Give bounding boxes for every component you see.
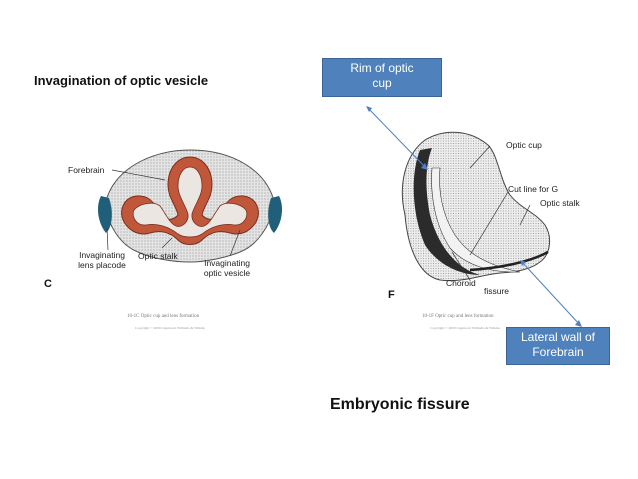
- callout-lateral-line1: Lateral wall of: [520, 330, 596, 344]
- label-invaginating-lens-2: lens placode: [78, 260, 126, 270]
- callout-lateral-line2: Forebrain: [532, 345, 584, 359]
- label-optic-stalk-c: Optic stalk: [138, 251, 178, 261]
- subcaption-c: Copyright © 2009 Lippincott Williams & W…: [135, 326, 205, 330]
- label-fissure: fissure: [484, 286, 510, 296]
- lumen: [132, 166, 248, 238]
- optic-stalk-groove: [469, 250, 549, 272]
- callout-rim-line2: cup: [372, 76, 392, 90]
- label-invaginating-lens: Invaginating lens placode: [72, 250, 132, 270]
- label-forebrain: Forebrain: [68, 165, 105, 175]
- optic-cup-rim: [413, 148, 480, 275]
- callout-lateral-wall: Lateral wall of Forebrain: [506, 327, 610, 365]
- label-cut-line: Cut line for G: [508, 184, 559, 194]
- label-invaginating-lens-1: Invaginating: [79, 250, 125, 260]
- label-optic-stalk-f: Optic stalk: [540, 198, 580, 208]
- lateral-arrow: [521, 261, 581, 326]
- heading-embryonic-fissure: Embryonic fissure: [330, 396, 470, 413]
- label-optic-cup: Optic cup: [506, 140, 542, 150]
- heading-invagination: Invagination of optic vesicle: [34, 73, 209, 88]
- label-invaginating-optic: Invaginating optic vesicle: [195, 258, 259, 278]
- figure-letter-c: C: [44, 278, 52, 290]
- caption-f: 10-1F Optic cup and lens formation: [422, 314, 494, 319]
- label-invaginating-optic-1: Invaginating: [204, 258, 250, 268]
- subcaption-f: Copyright © 2009 Lippincott Williams & W…: [430, 326, 500, 330]
- label-choroid: Choroid: [446, 278, 476, 288]
- label-invaginating-optic-2: optic vesicle: [203, 268, 251, 278]
- figure-letter-f: F: [388, 289, 395, 301]
- choroid-fissure: [431, 167, 521, 273]
- callout-rim-line1: Rim of optic: [350, 61, 414, 75]
- callout-rim-of-optic-cup: Rim of optic cup: [322, 58, 442, 97]
- caption-c: 10-1C Optic cup and lens formation: [127, 314, 200, 319]
- rim-arrow: [367, 107, 427, 169]
- lens-placode-right: [268, 196, 282, 233]
- lens-placode-left: [98, 196, 112, 233]
